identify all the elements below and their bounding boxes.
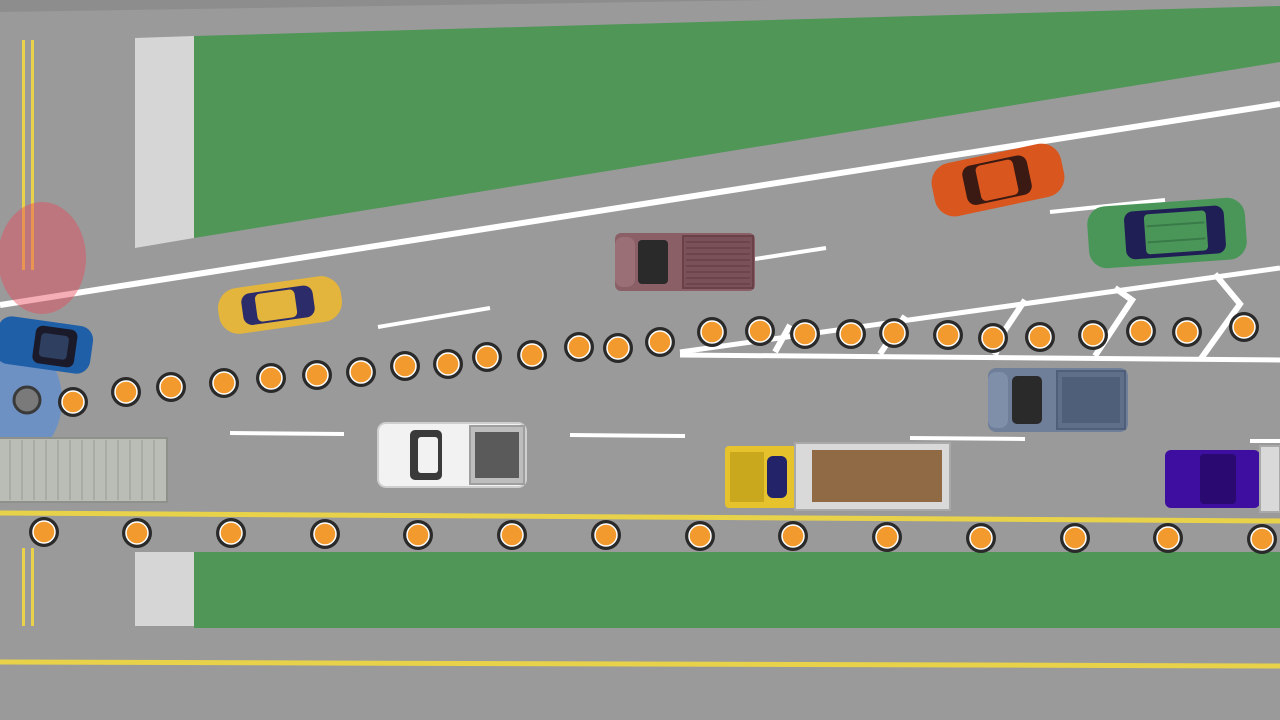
drum-lower (313, 522, 337, 546)
drum-upper (393, 354, 417, 378)
drum-upper (520, 343, 544, 367)
drum-upper (1175, 320, 1199, 344)
drum-lower (781, 524, 805, 548)
yellow-line-vertical-4 (31, 548, 34, 626)
drum-lower (125, 521, 149, 545)
yellow-line-vertical-1 (22, 40, 25, 270)
drum-upper (882, 321, 906, 345)
drum-upper (700, 320, 724, 344)
yellow-line-vertical-2 (31, 40, 34, 270)
drum-upper (606, 336, 630, 360)
drum-lower (32, 520, 56, 544)
green-suv (1087, 197, 1247, 269)
drum-upper (793, 322, 817, 346)
gore-line-lower (679, 352, 1280, 363)
dump-truck (725, 442, 951, 511)
crosswalk-upper (135, 36, 194, 248)
drum-upper (748, 319, 772, 343)
police-light-icon (12, 385, 42, 415)
dashed-lane-lines (229, 198, 1280, 443)
drum-lower (875, 525, 899, 549)
drum-upper (305, 363, 329, 387)
drum-upper (1129, 319, 1153, 343)
drum-upper (114, 380, 138, 404)
drum-upper (1081, 323, 1105, 347)
lower-median-grass (194, 552, 1280, 628)
gray-trailer (0, 437, 168, 503)
drum-upper (61, 390, 85, 414)
siren-red-glow (0, 202, 86, 314)
drum-upper (212, 371, 236, 395)
drum-lower (1063, 526, 1087, 550)
drum-lower (406, 523, 430, 547)
purple-semi (1165, 445, 1280, 513)
drum-lower (969, 526, 993, 550)
orange-sedan (931, 143, 1065, 217)
yellow-sedan (217, 276, 343, 334)
yellow-bottom-line (0, 659, 1280, 669)
drum-lower (688, 524, 712, 548)
drum-upper (648, 330, 672, 354)
drum-upper (475, 345, 499, 369)
yellow-center-line (0, 510, 1280, 524)
traffic-drums (29, 312, 1277, 554)
drum-upper (1028, 325, 1052, 349)
drum-upper (159, 375, 183, 399)
drum-upper (349, 360, 373, 384)
drum-lower (1250, 527, 1274, 551)
upper-median-grass (194, 6, 1280, 238)
maroon-pickup (615, 233, 755, 291)
top-road-edge (0, 0, 1280, 12)
drum-lower (500, 523, 524, 547)
drum-upper (981, 326, 1005, 350)
drum-upper (567, 335, 591, 359)
white-edge-line (0, 101, 1280, 308)
crosswalk-lower (135, 552, 194, 626)
drum-upper (1232, 315, 1256, 339)
drum-upper (436, 352, 460, 376)
drum-upper (936, 323, 960, 347)
drum-upper (259, 366, 283, 390)
drum-lower (219, 521, 243, 545)
drum-lower (1156, 526, 1180, 550)
gray-pickup (988, 368, 1128, 432)
police-car (0, 316, 94, 374)
drum-lower (594, 523, 618, 547)
yellow-line-vertical-3 (22, 548, 25, 626)
white-pickup (377, 422, 527, 488)
drum-upper (839, 322, 863, 346)
